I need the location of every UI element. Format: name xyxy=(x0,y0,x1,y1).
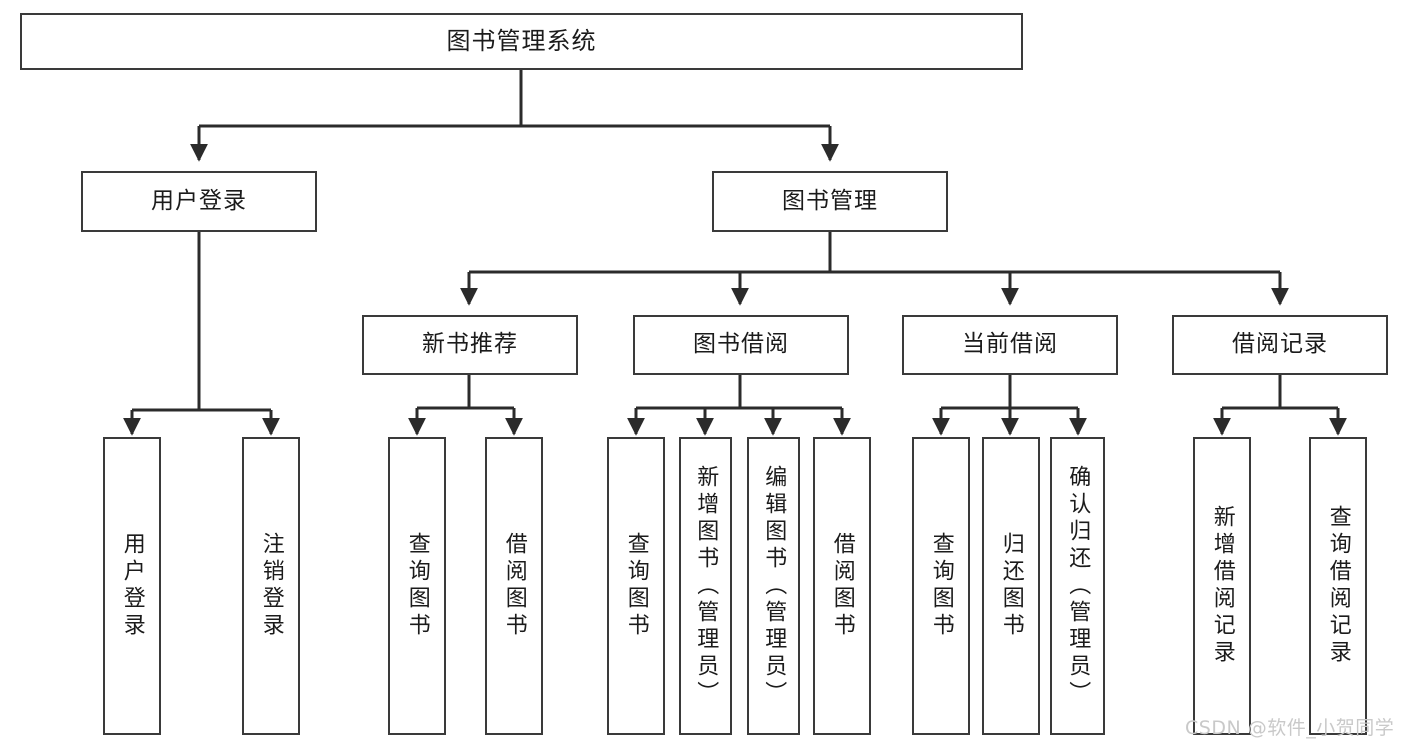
leaf-book-borrow-borrow-books[interactable]: 借阅图书 xyxy=(813,437,871,735)
node-current-borrowing[interactable]: 当前借阅 xyxy=(902,315,1118,375)
node-new-book-recommendation[interactable]: 新书推荐 xyxy=(362,315,578,375)
leaf-record-add-borrow-record[interactable]: 新增借阅记录 xyxy=(1193,437,1251,735)
node-borrowing-records[interactable]: 借阅记录 xyxy=(1172,315,1388,375)
leaf-record-query-borrow-record[interactable]: 查询借阅记录 xyxy=(1309,437,1367,735)
leaf-book-borrow-query-books[interactable]: 查询图书 xyxy=(607,437,665,735)
node-root-book-management-system[interactable]: 图书管理系统 xyxy=(20,13,1023,70)
leaf-current-borrow-confirm-return-admin[interactable]: 确认归还（管理员） xyxy=(1050,437,1105,735)
leaf-user-login-login[interactable]: 用户登录 xyxy=(103,437,161,735)
leaf-new-book-query-books[interactable]: 查询图书 xyxy=(388,437,446,735)
node-book-borrowing[interactable]: 图书借阅 xyxy=(633,315,849,375)
leaf-new-book-borrow-books[interactable]: 借阅图书 xyxy=(485,437,543,735)
csdn-watermark: CSDN @软件_小贺同学 xyxy=(1185,717,1395,739)
leaf-current-borrow-return-books[interactable]: 归还图书 xyxy=(982,437,1040,735)
leaf-user-login-logout[interactable]: 注销登录 xyxy=(242,437,300,735)
leaf-book-borrow-add-book-admin[interactable]: 新增图书（管理员） xyxy=(679,437,732,735)
node-book-management[interactable]: 图书管理 xyxy=(712,171,948,232)
leaf-book-borrow-edit-book-admin[interactable]: 编辑图书（管理员） xyxy=(747,437,800,735)
node-user-login[interactable]: 用户登录 xyxy=(81,171,317,232)
leaf-current-borrow-query-books[interactable]: 查询图书 xyxy=(912,437,970,735)
